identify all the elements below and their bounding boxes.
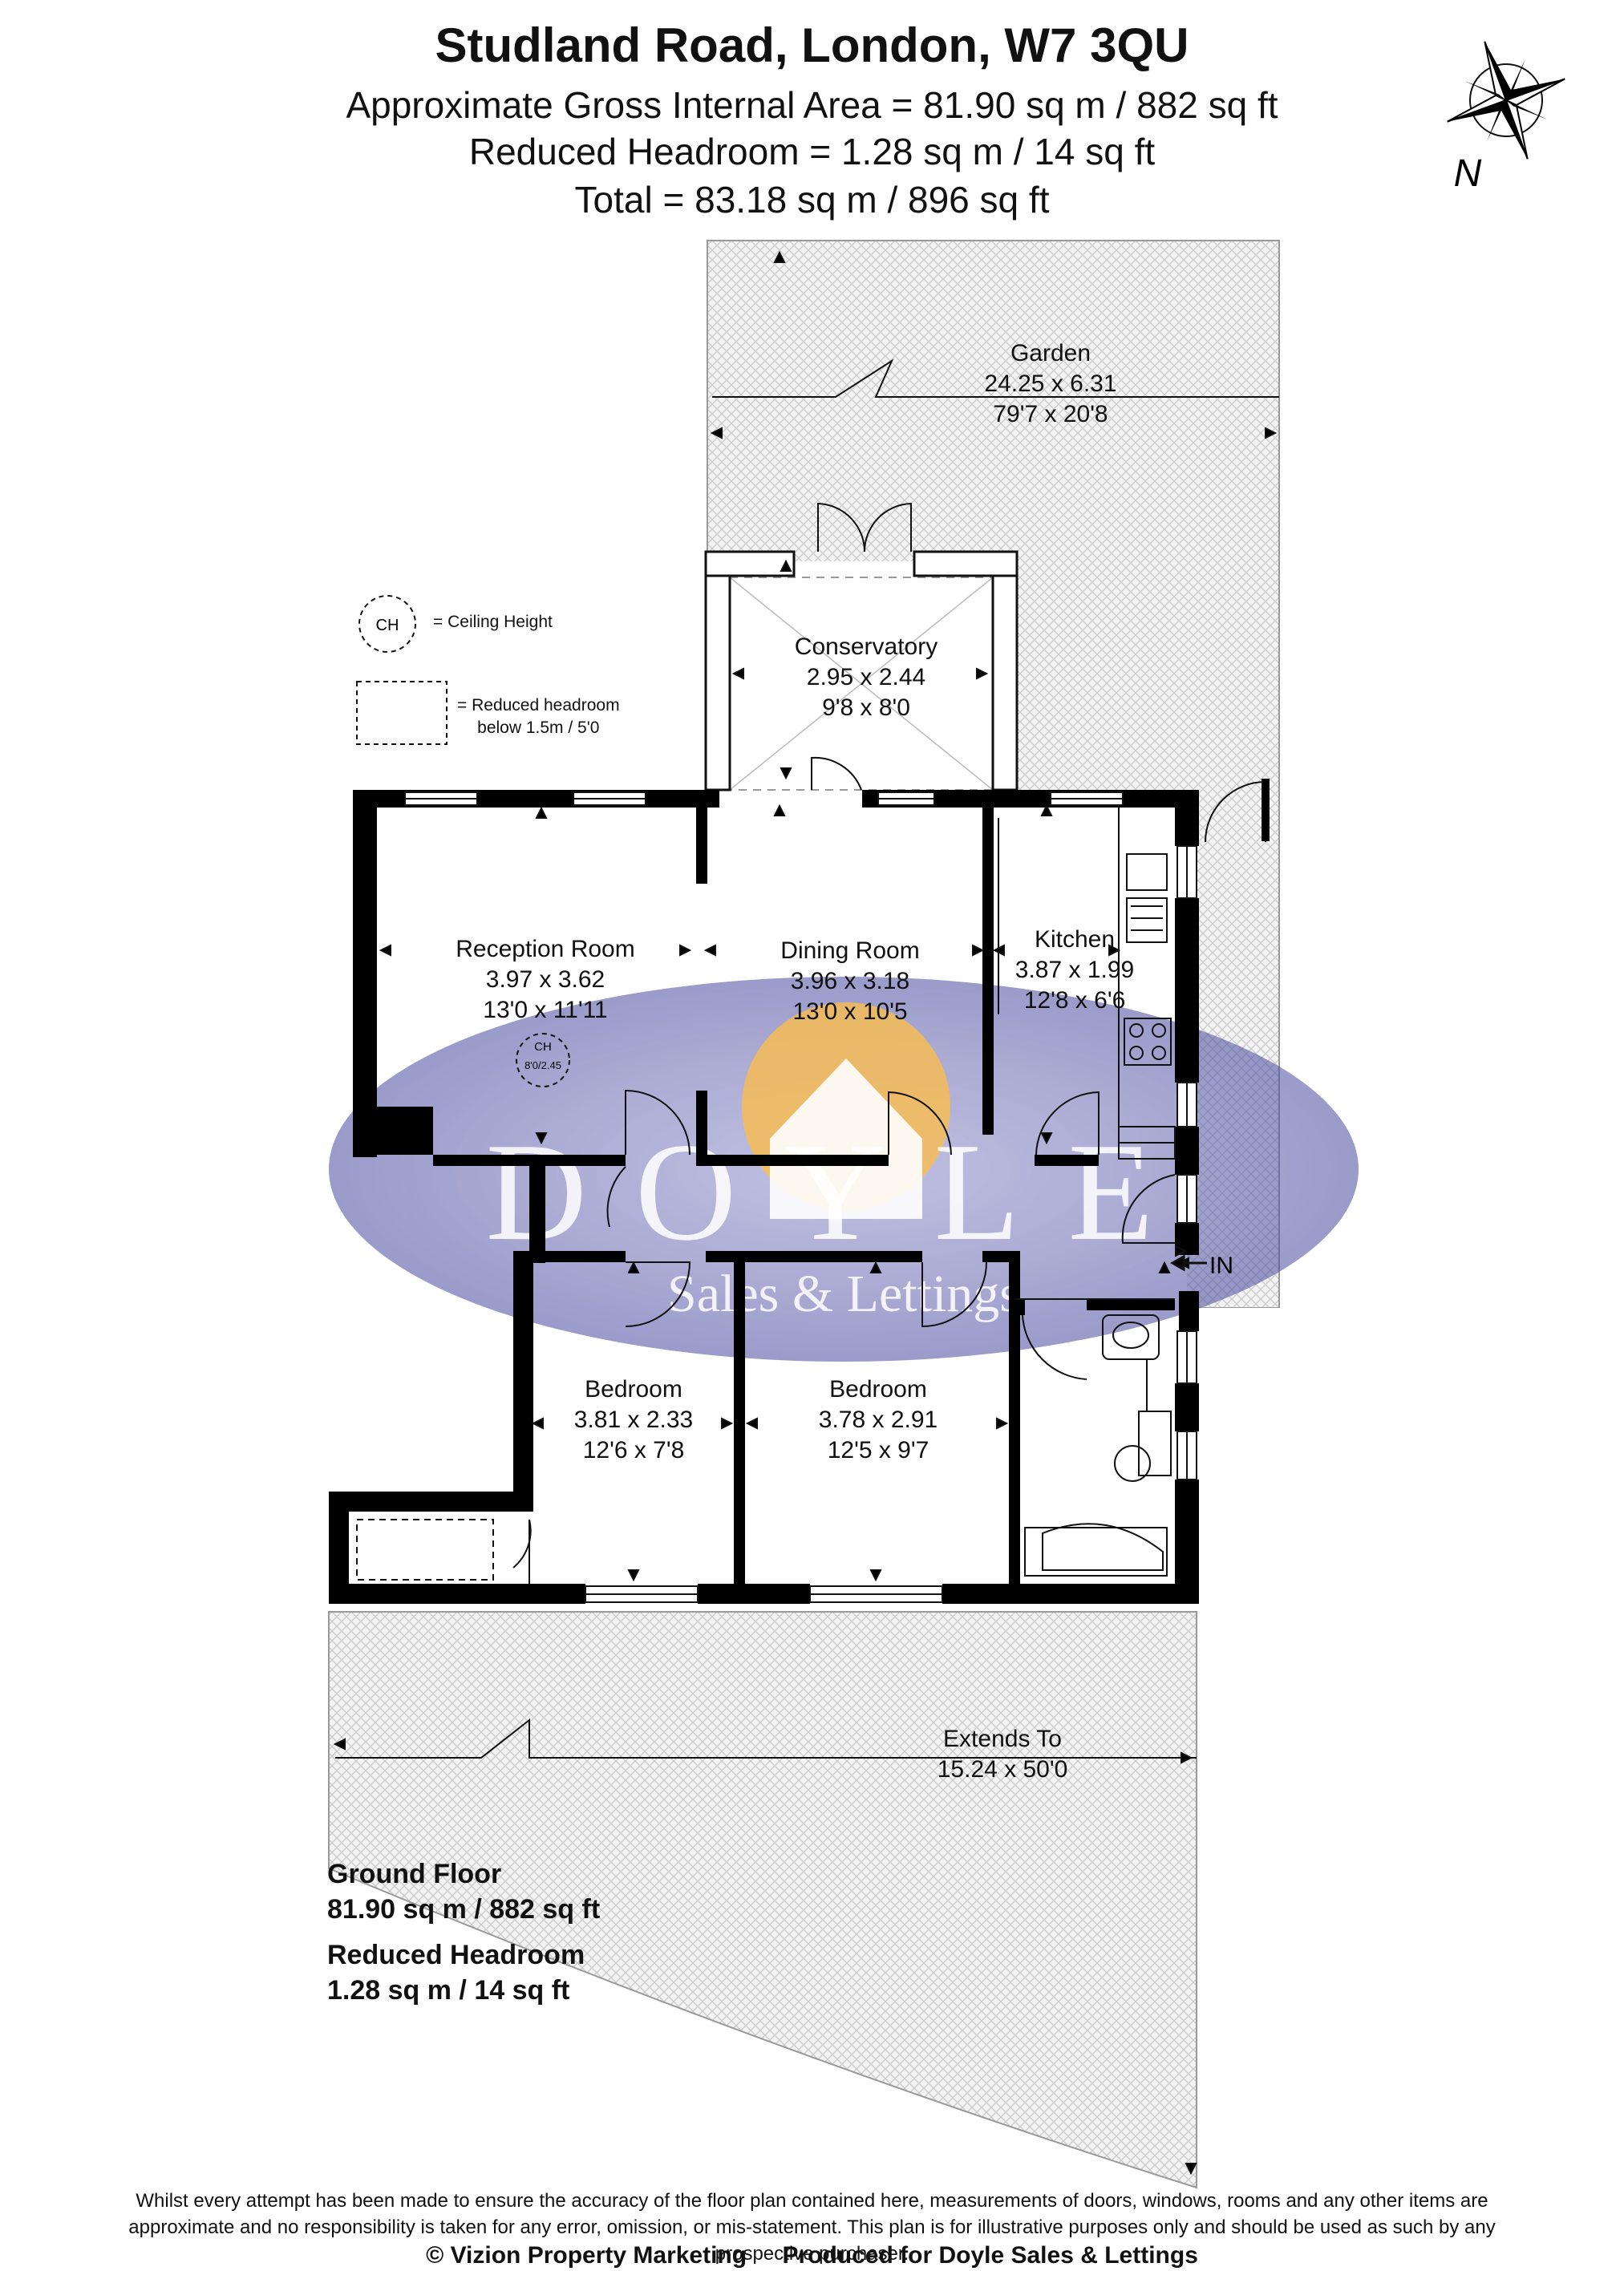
kitchen-fittings (998, 808, 1176, 1160)
room-imperial: 12'6 x 7'8 (582, 1437, 685, 1463)
floor-area: 81.90 sq m / 882 sq ft (327, 1894, 601, 1925)
store-cupboard (356, 1519, 532, 1584)
legend-reduced-line-2: below 1.5m / 5'0 (477, 719, 600, 737)
room-metric: 3.87 x 1.99 (1014, 957, 1135, 983)
disclaimer-text: Whilst every attempt has been made to en… (128, 2190, 1496, 2265)
legend-reduced-line-1: = Reduced headroom (457, 696, 620, 714)
watermark-brand: DOYLE (486, 1114, 1202, 1269)
legend-reduced-text: = Reduced headroom below 1.5m / 5'0 (457, 694, 620, 739)
watermark-tagline: Sales & Lettings (667, 1265, 1020, 1323)
room-metric: 3.81 x 2.33 (573, 1407, 694, 1433)
room-name: Reception Room (456, 936, 635, 962)
room-metric: 2.95 x 2.44 (806, 664, 926, 690)
credits: © Vizion Property Marketing Produced for… (0, 2242, 1624, 2269)
room-imperial: 13'0 x 11'11 (483, 997, 608, 1023)
room-name: Garden (1010, 340, 1091, 366)
credit-vizion: © Vizion Property Marketing (426, 2242, 747, 2269)
watermark-logo: DOYLE Sales & Lettings (329, 977, 1359, 1362)
room-label-kitchen: Kitchen 3.87 x 1.99 12'8 x 6'6 (994, 925, 1155, 1016)
legend-symbols (356, 595, 448, 745)
room-label-conservatory: Conservatory 2.95 x 2.44 9'8 x 8'0 (746, 632, 986, 723)
room-label-dining: Dining Room 3.96 x 3.18 13'0 x 10'5 (730, 936, 970, 1027)
reduced-headroom-text: Reduced Headroom = 1.28 sq m / 14 sq ft (468, 131, 1156, 172)
room-imperial: 12'5 x 9'7 (827, 1437, 929, 1463)
front-garden-area (328, 1611, 1197, 2189)
windows (404, 791, 1197, 1603)
room-metric: 3.97 x 3.62 (485, 966, 605, 993)
room-label-bedroom-2: Bedroom 3.78 x 2.91 12'5 x 9'7 (770, 1374, 986, 1466)
ceiling-height-marker (516, 1033, 570, 1087)
floor-summary: Ground Floor 81.90 sq m / 882 sq ft (327, 1856, 600, 1927)
room-imperial: 13'0 x 10'5 (792, 998, 908, 1025)
reduced-name: Reduced Headroom (327, 1940, 585, 1970)
reduced-summary: Reduced Headroom 1.28 sq m / 14 sq ft (327, 1937, 585, 2008)
room-metric: 3.96 x 3.18 (790, 968, 910, 994)
room-imperial: 12'8 x 6'6 (1023, 987, 1126, 1014)
ch-marker-value: 8'0/2.45 (524, 1059, 561, 1071)
side-door (1205, 779, 1270, 843)
compass-rose-icon (1447, 41, 1565, 160)
room-label-bedroom-1: Bedroom 3.81 x 2.33 12'6 x 7'8 (529, 1374, 738, 1466)
credit-doyle: Produced for Doyle Sales & Lettings (782, 2242, 1198, 2269)
room-name: Bedroom (829, 1376, 927, 1403)
room-name: Extends To (943, 1726, 1062, 1752)
bathroom-fittings (1014, 1298, 1175, 1577)
room-name: Bedroom (585, 1376, 682, 1403)
room-metric: 24.25 x 6.31 (984, 370, 1117, 397)
room-metric: 3.78 x 2.91 (818, 1407, 938, 1433)
room-label-reception: Reception Room 3.97 x 3.62 13'0 x 11'11 (425, 934, 666, 1026)
room-metric: 15.24 x 50'0 (937, 1756, 1068, 1783)
room-name: Conservatory (794, 634, 938, 660)
interior-doors (606, 1089, 1176, 1380)
room-label-garden: Garden 24.25 x 6.31 79'7 x 20'8 (958, 338, 1143, 430)
legend-ch-symbol: CH (376, 617, 399, 634)
room-label-front-garden: Extends To 15.24 x 50'0 (906, 1724, 1099, 1785)
room-name: Kitchen (1034, 926, 1116, 953)
room-name: Dining Room (780, 937, 920, 964)
reduced-area: 1.28 sq m / 14 sq ft (327, 1975, 570, 2006)
room-imperial: 79'7 x 20'8 (993, 401, 1108, 427)
page-title: Studland Road, London, W7 3QU (435, 18, 1189, 72)
ch-marker-symbol: CH (534, 1040, 552, 1054)
internal-walls (433, 808, 1175, 1592)
entrance-label: IN (1209, 1253, 1233, 1279)
entrance-arrow (1169, 1254, 1207, 1272)
dimension-markers (333, 250, 1279, 2176)
conservatory-structure (704, 502, 1019, 791)
gross-area-text: Approximate Gross Internal Area = 81.90 … (346, 84, 1278, 126)
compass-north-label: N (1454, 152, 1482, 195)
room-imperial: 9'8 x 8'0 (822, 694, 910, 721)
total-area-text: Total = 83.18 sq m / 896 sq ft (574, 179, 1050, 221)
legend-ch-text: = Ceiling Height (433, 613, 553, 631)
floor-name: Ground Floor (327, 1859, 502, 1889)
